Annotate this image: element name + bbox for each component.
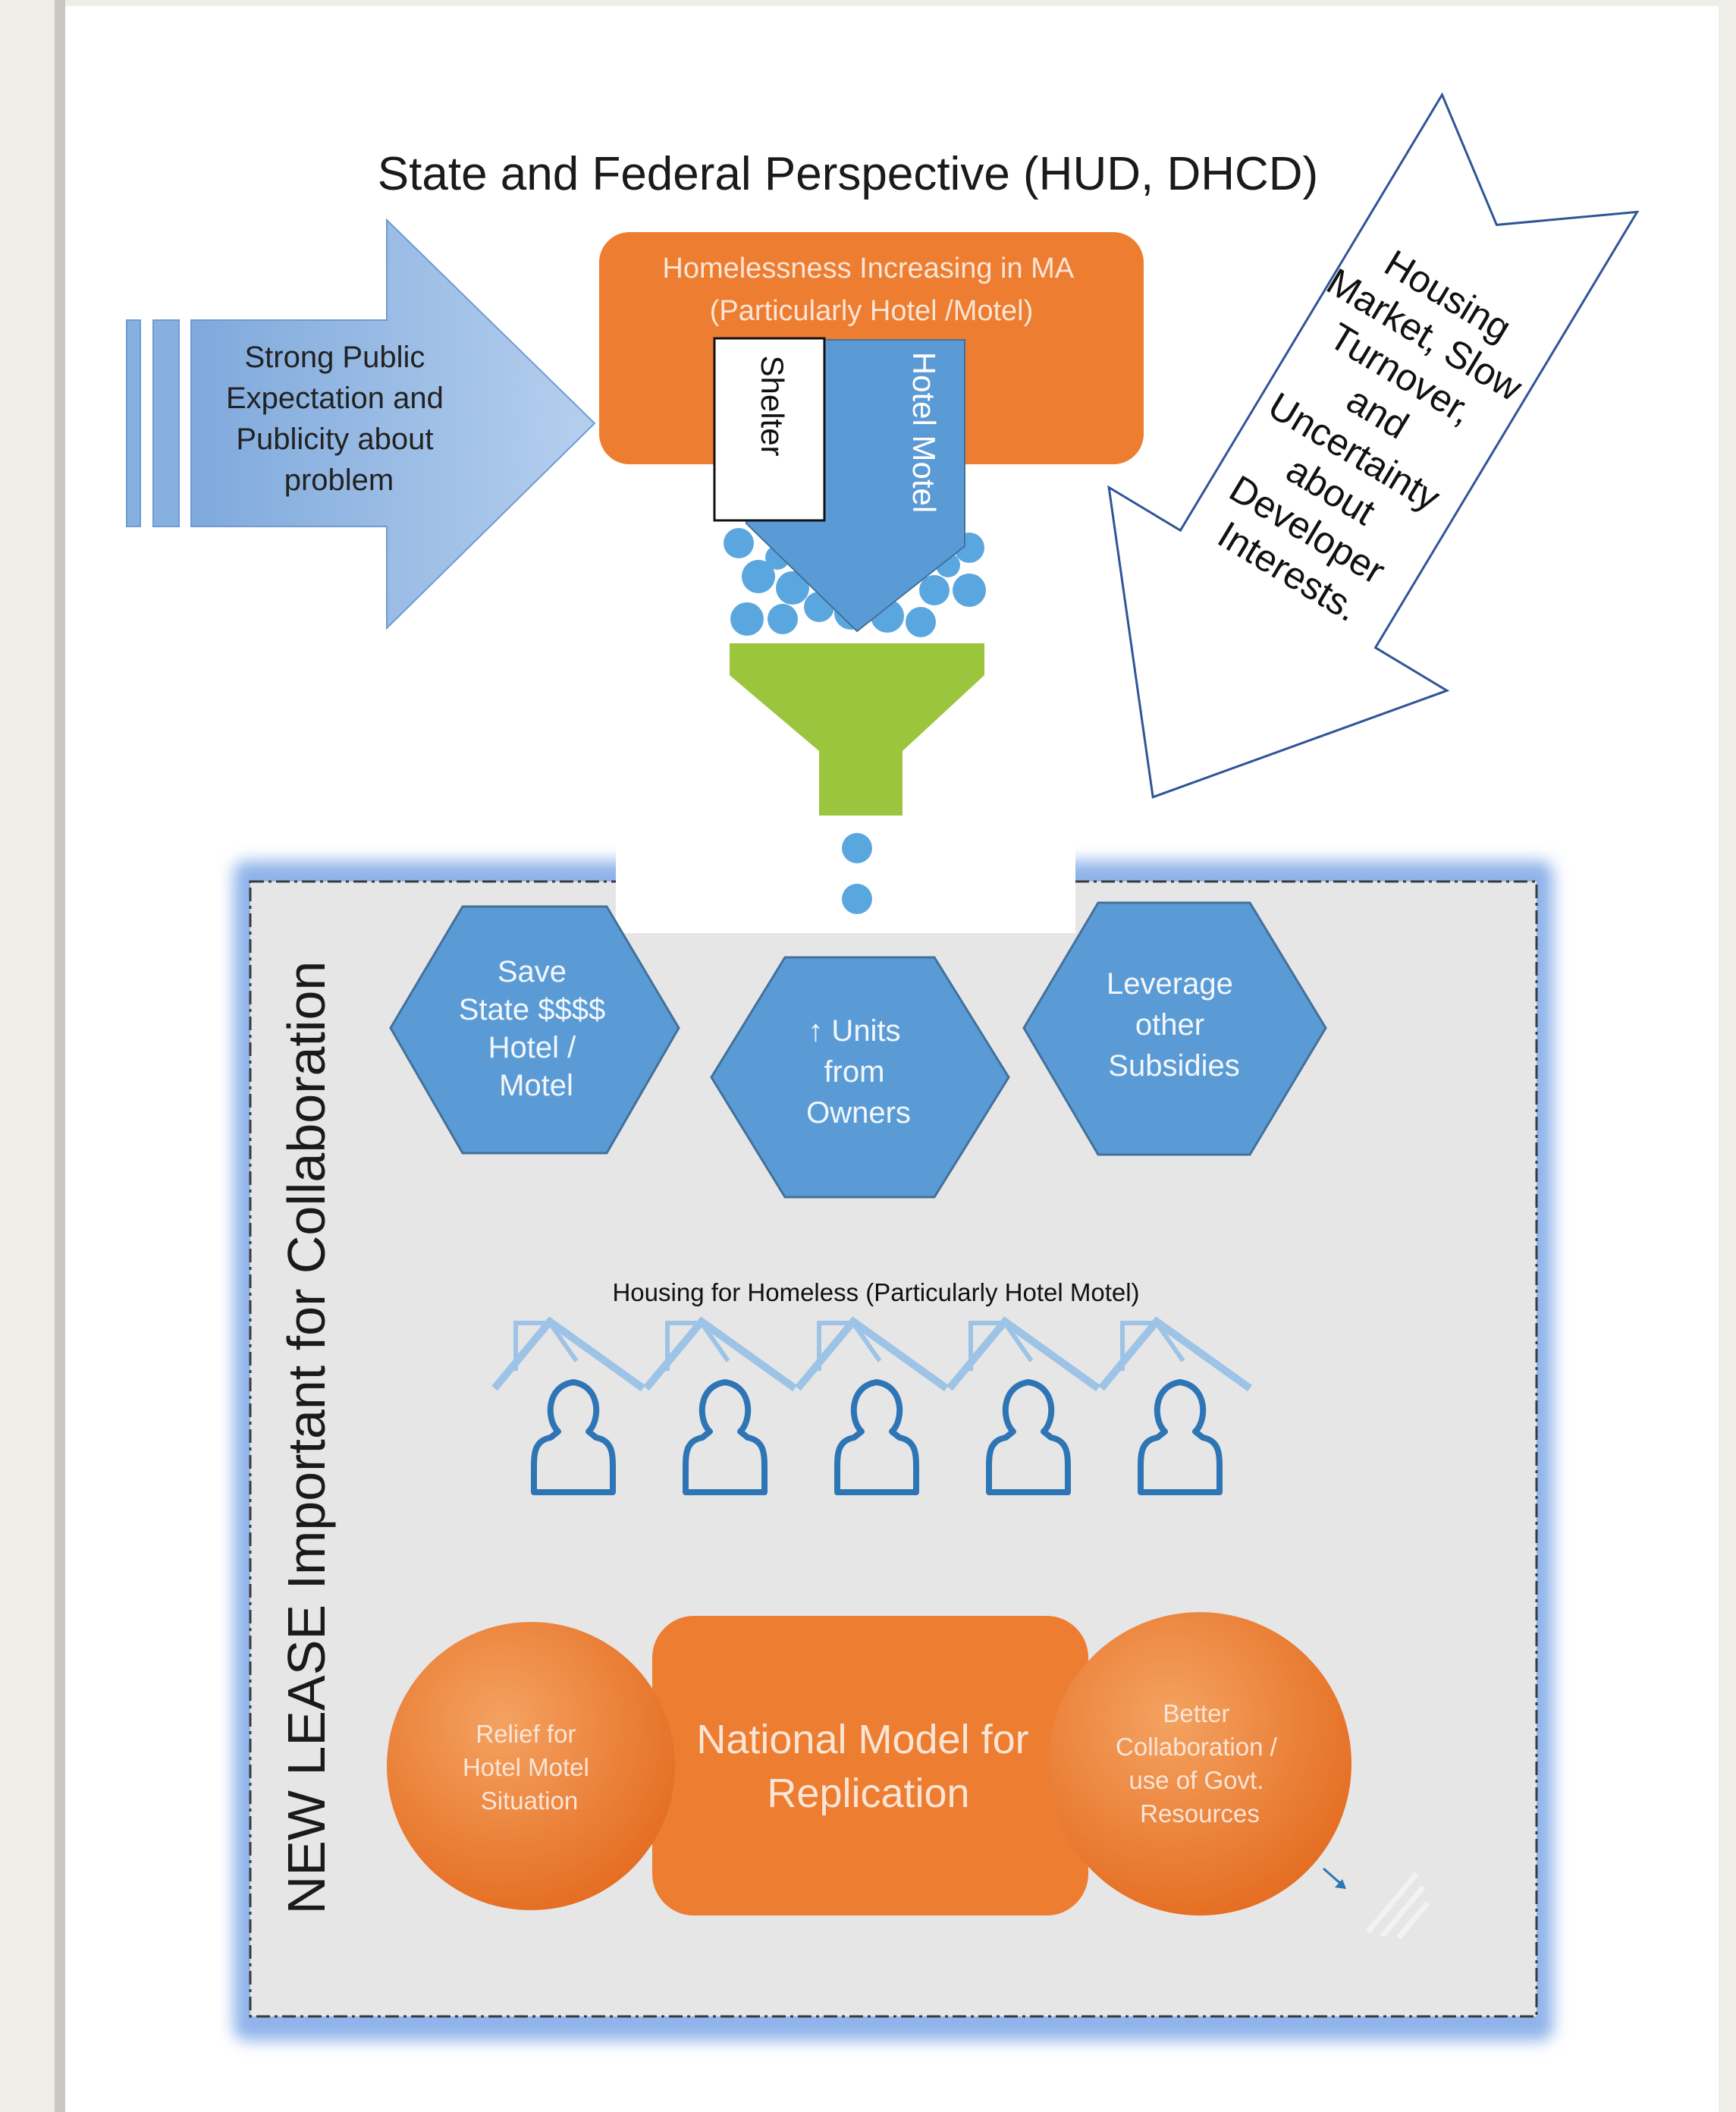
watermark-line	[1396, 1901, 1430, 1940]
homelessness-line-1: Homelessness Increasing in MA	[662, 253, 1074, 284]
hexagon-text: Leverage other Subsidies	[1107, 967, 1242, 1083]
arrow-outline	[1107, 92, 1640, 799]
frame-label: NEW LEASE Important for Collaboration	[277, 961, 336, 1915]
house-icon	[491, 1316, 645, 1495]
arrow-text-line-1: Strong Public	[244, 341, 425, 374]
collaboration-line-4: Resources	[1140, 1799, 1260, 1828]
hexagon-3-line-2: other	[1135, 1008, 1204, 1042]
person-icon	[986, 1379, 1071, 1495]
national-model-text: National Model for Replication	[696, 1717, 1040, 1816]
dot	[730, 602, 764, 636]
shelter-box	[713, 337, 826, 522]
housing-market-text: Housing Market, Slow Turnover, and Uncer…	[1179, 221, 1562, 649]
hexagon-3-line-1: Leverage	[1107, 967, 1233, 1001]
watermark-line	[1380, 1885, 1426, 1938]
house-icon	[1098, 1316, 1252, 1495]
hexagon-3-line-3: Subsidies	[1108, 1049, 1239, 1083]
arrow-body	[190, 218, 596, 630]
dot	[919, 575, 950, 605]
arrow-stripe-1	[126, 319, 141, 527]
homelessness-text: Homelessness Increasing in MA (Particula…	[662, 253, 1080, 327]
housing-market-arrow: Housing Market, Slow Turnover, and Uncer…	[1107, 92, 1640, 799]
public-expectation-arrow: Strong Public Expectation and Publicity …	[126, 218, 596, 630]
chimney-icon	[665, 1321, 730, 1371]
hexagon-shape	[710, 956, 1010, 1199]
relief-text: Relief for Hotel Motel Situation	[463, 1720, 596, 1815]
dot	[776, 571, 809, 605]
house-icon	[946, 1316, 1100, 1495]
relief-line-1: Relief for	[476, 1720, 576, 1748]
hexagon-shape	[1022, 901, 1327, 1156]
dot	[768, 604, 798, 634]
chimney-icon	[1120, 1321, 1185, 1371]
arrow-stripe-2	[152, 319, 180, 527]
person-icon	[683, 1379, 768, 1495]
faded-watermark	[1366, 1872, 1430, 1940]
national-model-box	[652, 1616, 1088, 1916]
relief-line-2: Hotel Motel	[463, 1753, 589, 1781]
house-icon	[795, 1316, 949, 1495]
chimney-icon	[817, 1321, 882, 1371]
dot	[842, 884, 872, 914]
hotel-motel-label: Hotel Motel	[906, 352, 942, 513]
hexagon-text: ↑ Units from Owners	[806, 1014, 911, 1130]
relief-circle	[387, 1622, 675, 1910]
dot	[842, 833, 872, 863]
hexagon-units-from-owners: ↑ Units from Owners	[710, 956, 1010, 1199]
houses-row	[491, 1316, 1252, 1495]
hexagon-2-line-3: Owners	[806, 1096, 911, 1130]
person-icon	[531, 1379, 616, 1495]
collaboration-line-1: Better	[1163, 1699, 1229, 1727]
dot	[953, 574, 986, 607]
page-left-bar	[55, 0, 65, 2112]
hexagon-1-line-4: Motel	[499, 1069, 573, 1102]
homelessness-line-2: (Particularly Hotel /Motel)	[710, 295, 1034, 327]
person-icon	[1138, 1379, 1223, 1495]
funnel	[730, 643, 984, 816]
watermark-line	[1366, 1872, 1419, 1934]
collaboration-line-3: use of Govt.	[1129, 1766, 1264, 1794]
dot	[742, 560, 775, 593]
national-model-line-2: Replication	[767, 1771, 969, 1816]
collaboration-circle	[1048, 1612, 1351, 1916]
hexagon-1-line-3: Hotel /	[488, 1031, 576, 1064]
chimney-icon	[968, 1321, 1034, 1371]
relief-line-3: Situation	[481, 1787, 578, 1815]
hexagon-shape	[389, 905, 680, 1155]
collaboration-text: Better Collaboration / use of Govt. Reso…	[1116, 1699, 1284, 1828]
collaboration-line-2: Collaboration /	[1116, 1733, 1278, 1761]
hexagon-1-line-2: State $$$$	[459, 993, 606, 1026]
arrow-text: Strong Public Expectation and Publicity …	[226, 341, 452, 497]
hexagon-2-line-2: from	[824, 1055, 884, 1089]
arrow-text-line-2: Expectation and	[226, 382, 444, 415]
hexagon-2-line-1: ↑ Units	[808, 1014, 900, 1048]
arrow-text-line-4: problem	[284, 464, 394, 497]
arrow-text-line-3: Publicity about	[236, 423, 433, 456]
person-icon	[834, 1379, 919, 1495]
hexagon-save-state: Save State $$$$ Hotel / Motel	[389, 905, 680, 1155]
shelter-label: Shelter	[755, 355, 790, 456]
hexagon-1-line-1: Save	[498, 955, 567, 988]
dot	[724, 528, 754, 558]
connector-arrow-head	[1335, 1879, 1346, 1889]
hexagon-leverage-subsidies: Leverage other Subsidies	[1022, 901, 1327, 1156]
connector-arrow	[1323, 1867, 1343, 1887]
housing-caption: Housing for Homeless (Particularly Hotel…	[612, 1278, 1139, 1306]
chimney-icon	[513, 1321, 579, 1371]
dot	[906, 607, 936, 637]
hexagon-text: Save State $$$$ Hotel / Motel	[459, 955, 614, 1102]
house-icon	[643, 1316, 797, 1495]
national-model-line-1: National Model for	[696, 1717, 1028, 1762]
diagram-title: State and Federal Perspective (HUD, DHCD…	[378, 148, 1318, 200]
